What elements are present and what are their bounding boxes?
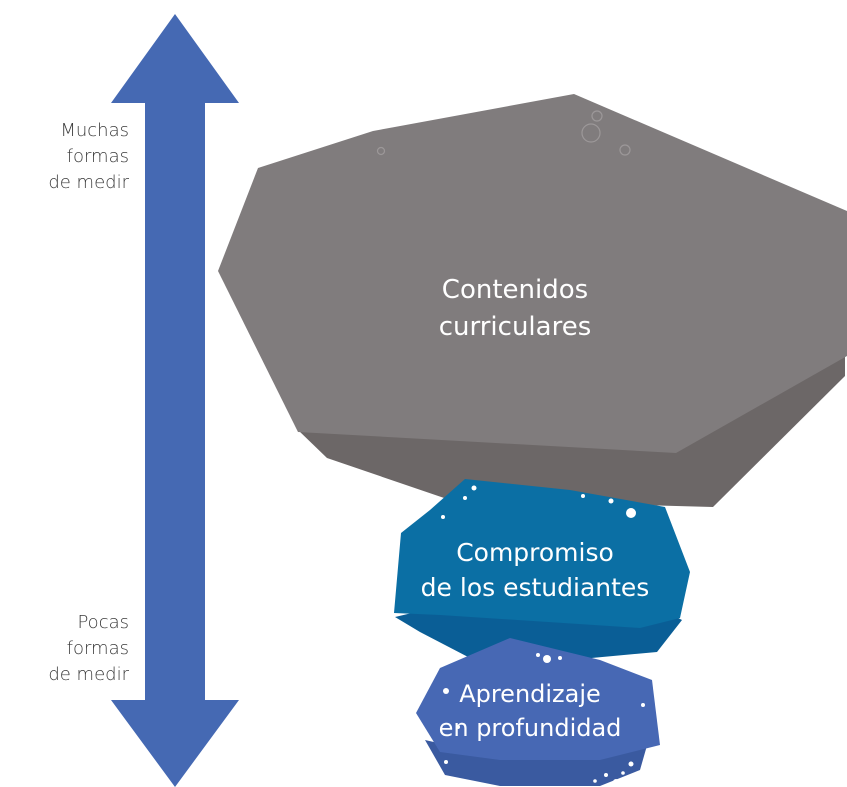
rock-aprendizaje-top (416, 638, 660, 760)
rock-compromiso-label: Compromiso de los estudiantes (400, 535, 670, 605)
label-pocas-line3: de medir (48, 664, 129, 685)
rock-aprendizaje-label: Aprendizaje en profundidad (420, 677, 640, 745)
label-muchas-line2: formas (66, 146, 129, 167)
rock-contenidos-line2: curriculares (438, 312, 592, 342)
rock-contenidos (218, 94, 847, 507)
rock-aprendizaje-line1: Aprendizaje (459, 680, 601, 708)
rock-contenidos-line1: Contenidos (441, 275, 589, 305)
rock-compromiso-line1: Compromiso (456, 538, 614, 567)
label-muchas-line3: de medir (48, 172, 129, 193)
rock-contenidos-label: Contenidos curriculares (400, 272, 630, 346)
rock-aprendizaje (416, 638, 660, 786)
rock-compromiso-top (394, 479, 690, 628)
label-pocas-formas: Pocas formas de medir (48, 610, 129, 688)
rock-aprendizaje-line2: en profundidad (438, 714, 622, 742)
rock-contenidos-bubbles (376, 110, 631, 156)
double-arrow-icon (111, 14, 239, 787)
rock-compromiso (394, 479, 690, 660)
rock-contenidos-top (218, 94, 847, 453)
label-pocas-line2: formas (66, 638, 129, 659)
label-muchas-line1: Muchas (60, 120, 129, 141)
rock-compromiso-line2: de los estudiantes (420, 573, 650, 602)
label-muchas-formas: Muchas formas de medir (48, 118, 129, 196)
rock-compromiso-bubbles (441, 485, 636, 519)
label-pocas-line1: Pocas (77, 612, 129, 633)
rock-aprendizaje-bubbles (443, 653, 645, 785)
